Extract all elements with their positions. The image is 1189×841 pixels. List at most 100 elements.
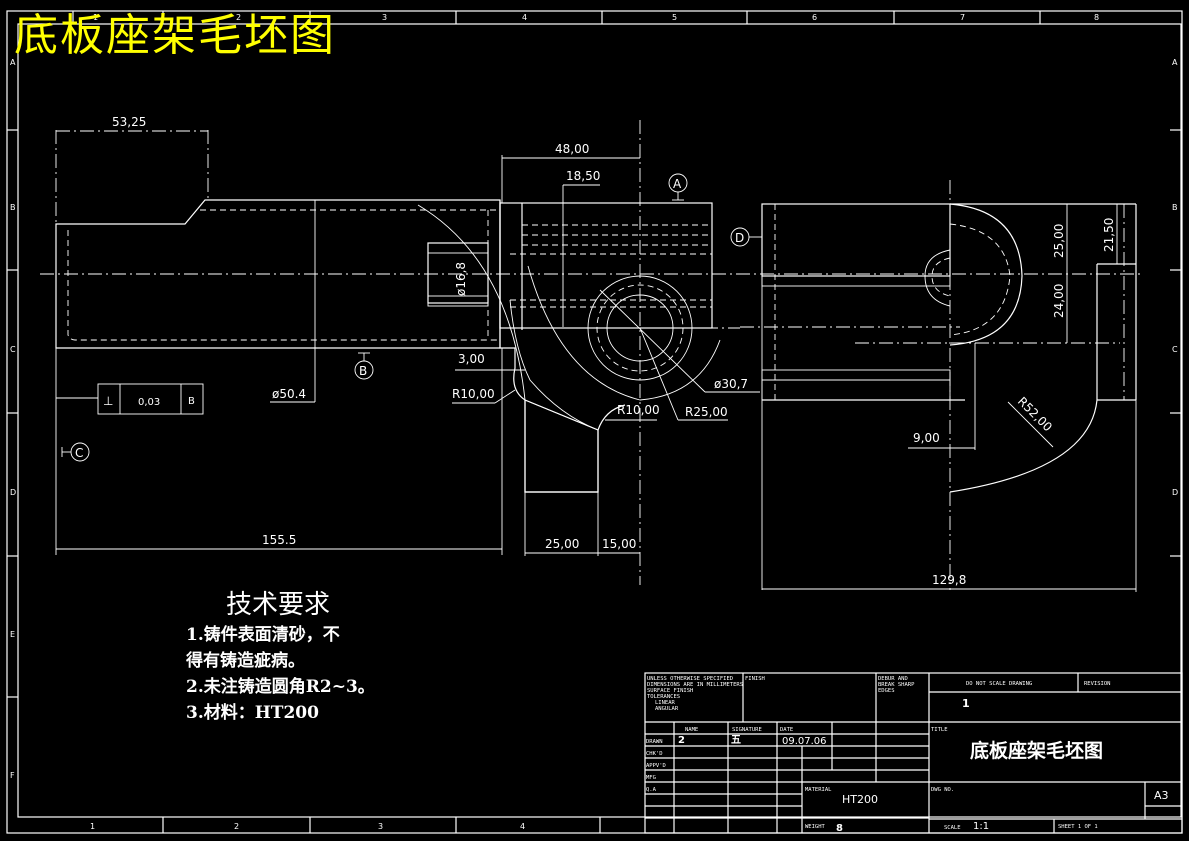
datum-a: A bbox=[668, 173, 688, 201]
row-markers-left: A B C D E F bbox=[7, 58, 18, 780]
svg-text:8: 8 bbox=[1094, 13, 1099, 22]
svg-text:SIGNATURE: SIGNATURE bbox=[732, 727, 762, 733]
column-markers-bottom: 1 2 3 4 bbox=[90, 817, 601, 833]
svg-text:SCALE: SCALE bbox=[944, 825, 961, 831]
svg-text:4: 4 bbox=[520, 822, 525, 831]
svg-text:B: B bbox=[188, 396, 195, 407]
svg-text:TITLE: TITLE bbox=[931, 727, 948, 733]
svg-text:SHEET 1 OF 1: SHEET 1 OF 1 bbox=[1058, 824, 1098, 830]
svg-text:FINISH: FINISH bbox=[745, 676, 765, 682]
svg-text:0,03: 0,03 bbox=[138, 397, 160, 408]
svg-text:3: 3 bbox=[378, 822, 383, 831]
column-markers-top: 1 2 3 4 5 6 7 8 bbox=[72, 11, 1099, 24]
tech-requirement-line: 2.未注铸造圆角R2~3。 bbox=[186, 677, 375, 697]
svg-text:6: 6 bbox=[812, 13, 817, 22]
svg-text:A: A bbox=[10, 58, 16, 67]
svg-text:TOLERANCES: TOLERANCES bbox=[647, 694, 680, 700]
svg-text:R25,00: R25,00 bbox=[685, 405, 728, 419]
svg-text:129,8: 129,8 bbox=[932, 573, 966, 587]
svg-text:DATE: DATE bbox=[780, 727, 793, 733]
svg-text:2: 2 bbox=[234, 822, 239, 831]
svg-text:09.07.06: 09.07.06 bbox=[782, 736, 827, 747]
drawing-title: 底板座架毛坯图 bbox=[14, 10, 336, 61]
svg-text:DEBUR AND: DEBUR AND bbox=[878, 676, 908, 682]
svg-text:ø16,8: ø16,8 bbox=[454, 262, 468, 296]
svg-text:3,00: 3,00 bbox=[458, 352, 485, 366]
svg-text:REVISION: REVISION bbox=[1084, 681, 1111, 687]
svg-text:24,00: 24,00 bbox=[1052, 284, 1066, 318]
svg-text:15,00: 15,00 bbox=[602, 537, 636, 551]
svg-text:5: 5 bbox=[672, 13, 677, 22]
tolerance-frame: ⊥ 0,03 B bbox=[56, 383, 204, 415]
svg-text:C: C bbox=[10, 345, 16, 354]
svg-text:A3: A3 bbox=[1154, 789, 1169, 802]
svg-text:2: 2 bbox=[236, 13, 241, 22]
svg-text:WEIGHT: WEIGHT bbox=[805, 824, 826, 830]
tech-requirement-line: 3.材料：HT200 bbox=[186, 703, 319, 723]
svg-text:1: 1 bbox=[90, 822, 95, 831]
side-dimensions: 25,00 24,00 21,50 R52,00 9,00 129,8 bbox=[762, 204, 1137, 592]
tech-requirements: 技术要求 1.铸件表面清砂，不 得有铸造疵病。 2.未注铸造圆角R2~3。 3.… bbox=[186, 588, 375, 726]
svg-text:NAME: NAME bbox=[685, 727, 698, 733]
svg-text:B: B bbox=[1172, 203, 1178, 212]
svg-text:8: 8 bbox=[836, 823, 843, 834]
svg-text:53,25: 53,25 bbox=[112, 115, 146, 129]
datum-b: B bbox=[354, 352, 374, 380]
svg-text:48,00: 48,00 bbox=[555, 142, 589, 156]
svg-text:DIMENSIONS ARE IN MILLIMETERS: DIMENSIONS ARE IN MILLIMETERS bbox=[647, 682, 743, 688]
svg-text:D: D bbox=[10, 488, 16, 497]
datum-c: C bbox=[61, 442, 90, 462]
svg-text:LINEAR: LINEAR bbox=[655, 700, 676, 706]
row-markers-right: A B C D bbox=[1170, 58, 1182, 557]
svg-text:DRAWN: DRAWN bbox=[646, 739, 663, 745]
svg-text:五: 五 bbox=[731, 734, 741, 746]
svg-text:⊥: ⊥ bbox=[103, 394, 113, 408]
tech-requirement-line: 1.铸件表面清砂，不 bbox=[186, 625, 340, 645]
svg-text:DO NOT SCALE DRAWING: DO NOT SCALE DRAWING bbox=[966, 681, 1032, 687]
svg-text:BREAK SHARP: BREAK SHARP bbox=[878, 682, 915, 688]
datum-d: D bbox=[730, 227, 763, 247]
title-block-title: 底板座架毛坯图 bbox=[970, 740, 1104, 762]
outer-border bbox=[6, 10, 1183, 834]
svg-text:C: C bbox=[1172, 345, 1178, 354]
svg-text:DWG NO.: DWG NO. bbox=[931, 787, 954, 793]
svg-text:HT200: HT200 bbox=[842, 793, 878, 806]
svg-text:Q.A: Q.A bbox=[646, 787, 657, 793]
svg-text:MATERIAL: MATERIAL bbox=[805, 787, 832, 793]
svg-text:A: A bbox=[673, 177, 682, 191]
svg-text:APPV'D: APPV'D bbox=[646, 763, 666, 769]
svg-text:1: 1 bbox=[962, 697, 970, 710]
svg-text:18,50: 18,50 bbox=[566, 169, 600, 183]
svg-text:D: D bbox=[1172, 488, 1178, 497]
svg-text:EDGES: EDGES bbox=[878, 688, 895, 694]
svg-text:25,00: 25,00 bbox=[545, 537, 579, 551]
tech-requirement-line: 得有铸造疵病。 bbox=[186, 651, 305, 671]
svg-text:155.5: 155.5 bbox=[262, 533, 296, 547]
svg-text:21,50: 21,50 bbox=[1102, 218, 1116, 252]
svg-text:UNLESS OTHERWISE SPECIFIED: UNLESS OTHERWISE SPECIFIED bbox=[647, 676, 733, 682]
svg-text:C: C bbox=[75, 446, 83, 460]
svg-text:A: A bbox=[1172, 58, 1178, 67]
svg-text:ANGULAR: ANGULAR bbox=[655, 706, 679, 712]
svg-text:D: D bbox=[735, 231, 744, 245]
svg-text:4: 4 bbox=[522, 13, 527, 22]
svg-text:25,00: 25,00 bbox=[1052, 224, 1066, 258]
svg-text:7: 7 bbox=[960, 13, 965, 22]
title-block: UNLESS OTHERWISE SPECIFIED DIMENSIONS AR… bbox=[644, 672, 1183, 834]
svg-text:R10,00: R10,00 bbox=[617, 403, 660, 417]
svg-text:CHK'D: CHK'D bbox=[646, 751, 663, 757]
svg-text:ø30,7: ø30,7 bbox=[714, 377, 748, 391]
svg-text:E: E bbox=[10, 630, 15, 639]
svg-text:R10,00: R10,00 bbox=[452, 387, 495, 401]
svg-text:9,00: 9,00 bbox=[913, 431, 940, 445]
svg-text:SURFACE FINISH: SURFACE FINISH bbox=[647, 688, 693, 694]
svg-text:B: B bbox=[359, 364, 367, 378]
tech-requirements-heading: 技术要求 bbox=[226, 590, 331, 620]
svg-text:B: B bbox=[10, 203, 16, 212]
svg-text:MFG: MFG bbox=[646, 775, 656, 781]
svg-text:F: F bbox=[10, 771, 15, 780]
svg-text:1:1: 1:1 bbox=[973, 821, 989, 832]
front-dimensions: 53,25 48,00 18,50 ø16,8 3,00 R10,00 R10,… bbox=[55, 115, 748, 556]
svg-text:2: 2 bbox=[678, 735, 685, 746]
svg-text:3: 3 bbox=[382, 13, 387, 22]
